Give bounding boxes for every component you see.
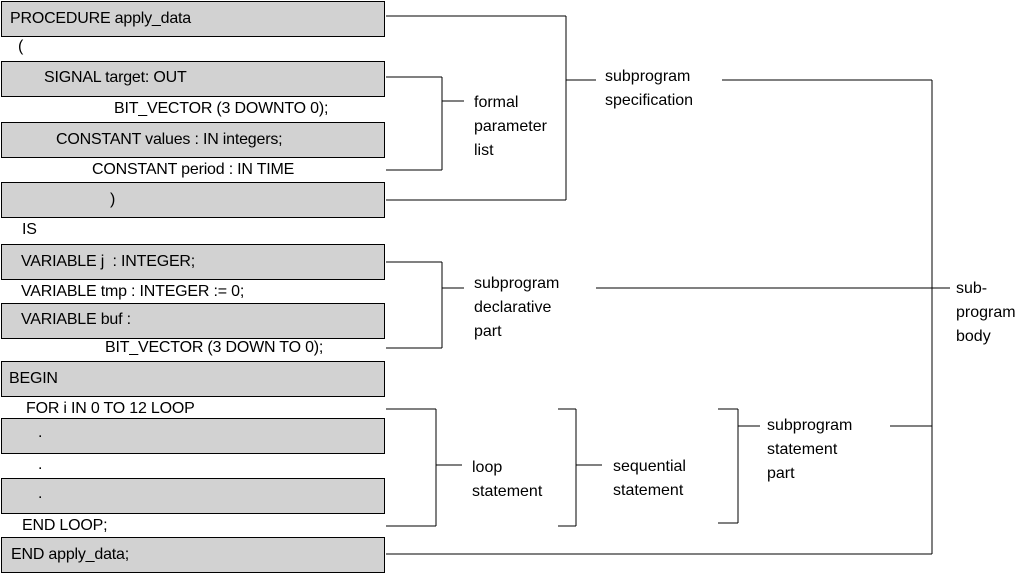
code-line-is: IS <box>22 221 37 238</box>
code-line-procedure: PROCEDURE apply_data <box>10 10 191 27</box>
code-band <box>1 478 385 514</box>
label-line: sub- <box>956 280 988 297</box>
label-sequential-statement: sequential statement <box>613 455 686 503</box>
label-subprogram-declarative-part: subprogram declarative part <box>474 272 559 344</box>
label-subprogram-body: sub- program body <box>956 277 1016 349</box>
code-line-variable-j: VARIABLE j : INTEGER; <box>21 253 196 270</box>
code-line-constant-values: CONSTANT values : IN integers; <box>56 131 283 148</box>
label-line: formal <box>474 94 519 111</box>
label-loop-statement: loop statement <box>472 456 542 504</box>
code-band <box>1 182 385 218</box>
code-line-variable-buf: VARIABLE buf : <box>21 311 131 328</box>
label-line: subprogram <box>767 417 853 434</box>
code-line-variable-tmp: VARIABLE tmp : INTEGER := 0; <box>21 283 245 300</box>
code-band <box>1 1 385 37</box>
label-line: parameter <box>474 118 547 135</box>
code-band <box>1 537 385 573</box>
code-line-close-paren: ) <box>110 191 116 208</box>
label-line: loop <box>472 459 503 476</box>
label-subprogram-specification: subprogram specification <box>605 65 693 113</box>
label-line: declarative <box>474 299 552 316</box>
code-line-end-loop: END LOOP; <box>22 517 108 534</box>
code-line-bit-vector-buf: BIT_VECTOR (3 DOWN TO 0); <box>105 339 324 356</box>
label-line: statement <box>472 483 543 500</box>
code-line-ellipsis-3: . <box>38 485 43 502</box>
code-band <box>1 122 385 158</box>
label-line: subprogram <box>474 275 560 292</box>
label-line: part <box>767 465 795 482</box>
code-band <box>1 61 385 97</box>
label-line: list <box>474 142 494 159</box>
label-line: statement <box>613 482 684 499</box>
code-band <box>1 303 385 339</box>
code-line-ellipsis-1: . <box>38 424 43 441</box>
label-line: sequential <box>613 458 686 475</box>
code-line-constant-period: CONSTANT period : IN TIME <box>92 161 295 178</box>
label-line: subprogram <box>605 68 691 85</box>
code-line-end-procedure: END apply_data; <box>11 546 129 563</box>
code-line-bit-vector: BIT_VECTOR (3 DOWNTO 0); <box>114 100 329 117</box>
label-subprogram-statement-part: subprogram statement part <box>767 414 852 486</box>
label-line: specification <box>605 92 694 109</box>
code-band <box>1 361 385 397</box>
label-line: body <box>956 328 991 345</box>
label-line: part <box>474 323 502 340</box>
code-band <box>1 418 385 454</box>
code-band <box>1 244 385 280</box>
code-line-ellipsis-2: . <box>38 456 43 473</box>
code-line-signal: SIGNAL target: OUT <box>44 69 187 86</box>
label-line: statement <box>767 441 838 458</box>
code-line-for-loop: FOR i IN 0 TO 12 LOOP <box>26 400 195 417</box>
code-line-begin: BEGIN <box>9 370 58 387</box>
label-formal-parameter-list: formal parameter list <box>474 91 547 163</box>
label-line: program <box>956 304 1016 321</box>
code-line-open-paren: ( <box>18 38 24 55</box>
